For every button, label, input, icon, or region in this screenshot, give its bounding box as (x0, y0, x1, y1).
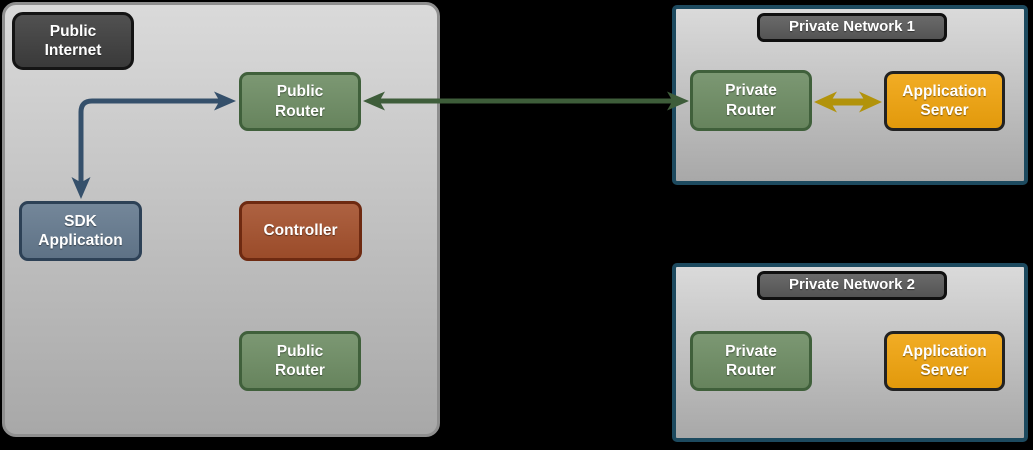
application-server-1-node: Application Server (884, 71, 1005, 131)
private-network-2-title: Private Network 2 (757, 271, 947, 300)
sdk-application-node: SDK Application (19, 201, 142, 261)
public-internet-label: Public Internet (12, 12, 134, 70)
public-router-bottom-node: Public Router (239, 331, 361, 391)
private-network-1-title: Private Network 1 (757, 13, 947, 42)
private-router-1-node: Private Router (690, 70, 812, 131)
controller-node: Controller (239, 201, 362, 261)
application-server-2-node: Application Server (884, 331, 1005, 391)
private-router-2-node: Private Router (690, 331, 812, 391)
public-router-top-node: Public Router (239, 72, 361, 131)
